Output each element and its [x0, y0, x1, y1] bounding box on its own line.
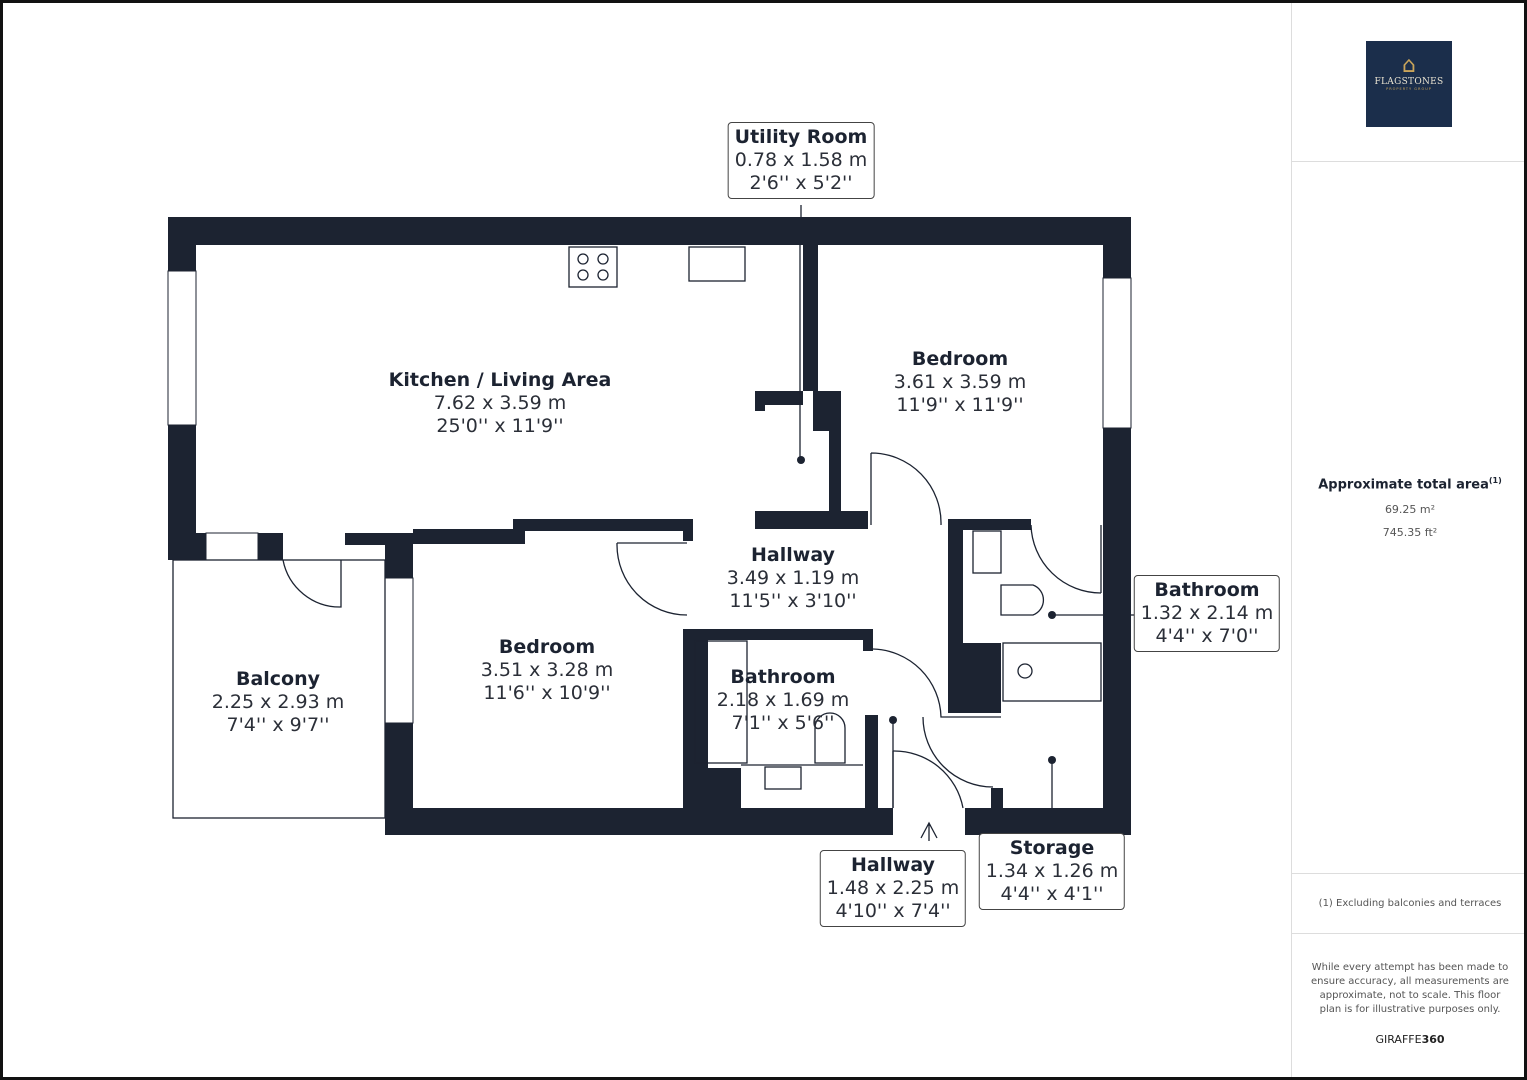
walls — [167, 217, 1132, 835]
info-sidebar: ⌂ FLAGSTONES PROPERTY GROUP Approximate … — [1291, 3, 1524, 1077]
giraffe360-brand: GIRAFFE360 — [1375, 1033, 1445, 1046]
area-ft2: 745.35 ft² — [1382, 526, 1438, 539]
fixtures — [172, 245, 1103, 819]
footnote: (1) Excluding balconies and terraces — [1318, 898, 1502, 909]
area-m2: 69.25 m² — [1384, 503, 1436, 516]
area-title: Approximate total area(1) — [1318, 476, 1502, 493]
doors — [282, 205, 1141, 841]
floor-plan-drawing — [167, 205, 1141, 841]
flagstones-logo: ⌂ FLAGSTONES PROPERTY GROUP — [1366, 41, 1452, 127]
disclaimer: While every attempt has been made to ens… — [1311, 962, 1509, 1015]
roof-icon: ⌂ — [1402, 53, 1416, 78]
